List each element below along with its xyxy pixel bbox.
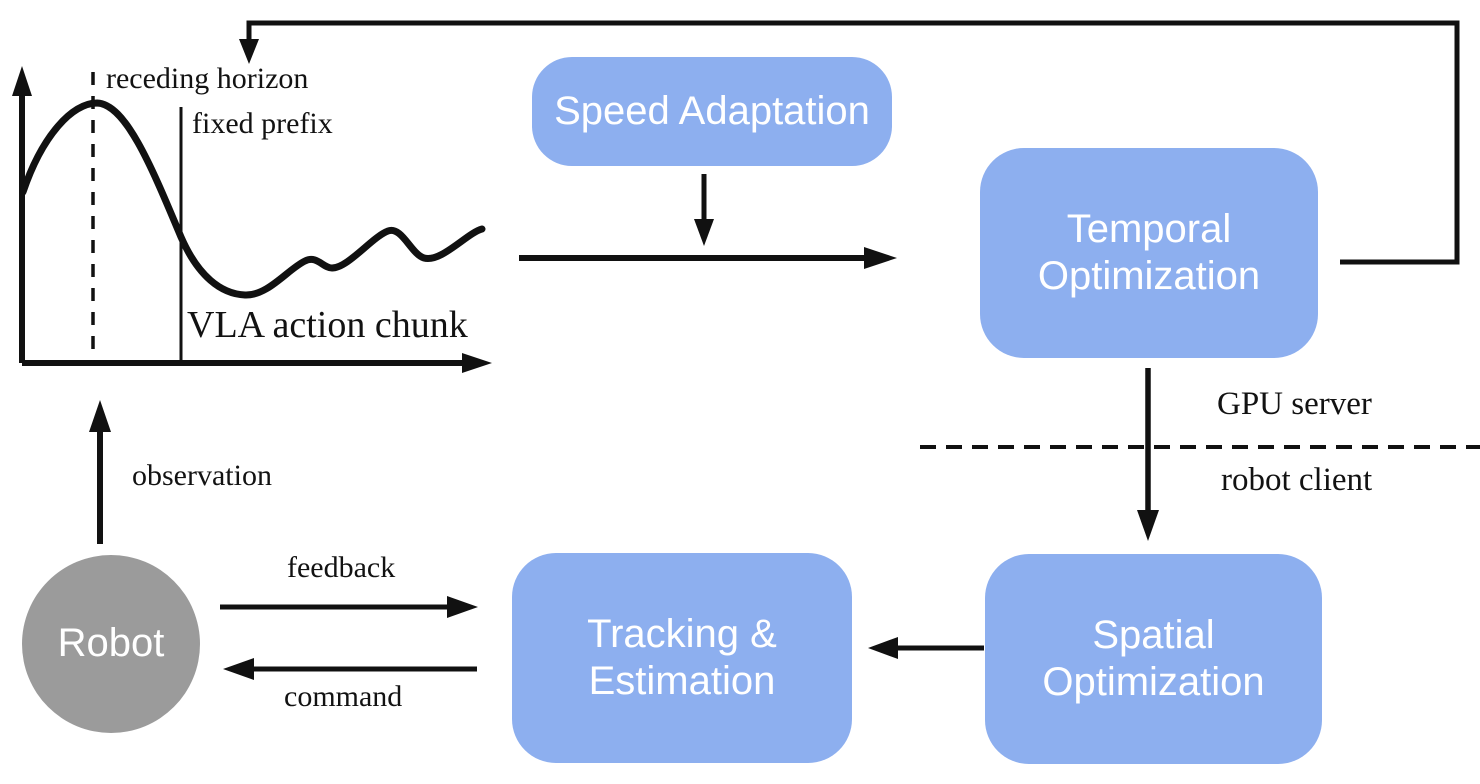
chunk-flow-arrowhead xyxy=(864,247,897,269)
vla-action-chunk-curve xyxy=(19,99,486,299)
spatial-to-tracking-arrowhead xyxy=(868,637,898,659)
node-robot-label: Robot xyxy=(57,621,165,666)
node-tracking-estimation-label: Tracking & Estimation xyxy=(587,611,777,703)
observation-label: observation xyxy=(132,459,272,492)
node-speed-adaptation-label: Speed Adaptation xyxy=(554,88,870,133)
node-temporal-optimization: Temporal Optimization xyxy=(980,148,1318,358)
node-spatial-optimization-label: Spatial Optimization xyxy=(1042,612,1265,704)
node-robot: Robot xyxy=(22,555,200,733)
plot-x-axis-arrowhead xyxy=(462,353,492,373)
node-spatial-optimization: Spatial Optimization xyxy=(985,554,1322,764)
observation-arrowhead xyxy=(89,400,111,432)
vla-action-chunk-label: VLA action chunk xyxy=(187,304,468,346)
replan-loop-line xyxy=(246,20,1460,265)
feedback-label: feedback xyxy=(287,551,396,584)
node-temporal-optimization-label: Temporal Optimization xyxy=(1037,206,1261,298)
replan-loop-arrowhead xyxy=(239,39,259,64)
command-arrowhead xyxy=(223,658,254,680)
robot-client-label: robot client xyxy=(1221,462,1373,498)
receding-horizon-label: receding horizon xyxy=(106,62,309,95)
speed-adaptation-arrowhead xyxy=(694,219,714,246)
gpu-server-label: GPU server xyxy=(1217,386,1372,422)
plot-y-axis-arrowhead xyxy=(12,66,32,96)
node-speed-adaptation: Speed Adaptation xyxy=(532,57,892,166)
command-label: command xyxy=(284,680,403,713)
fixed-prefix-label: fixed prefix xyxy=(192,107,333,140)
feedback-arrowhead xyxy=(447,596,478,618)
temporal-to-spatial-arrowhead xyxy=(1137,510,1159,541)
node-tracking-estimation: Tracking & Estimation xyxy=(512,553,852,763)
